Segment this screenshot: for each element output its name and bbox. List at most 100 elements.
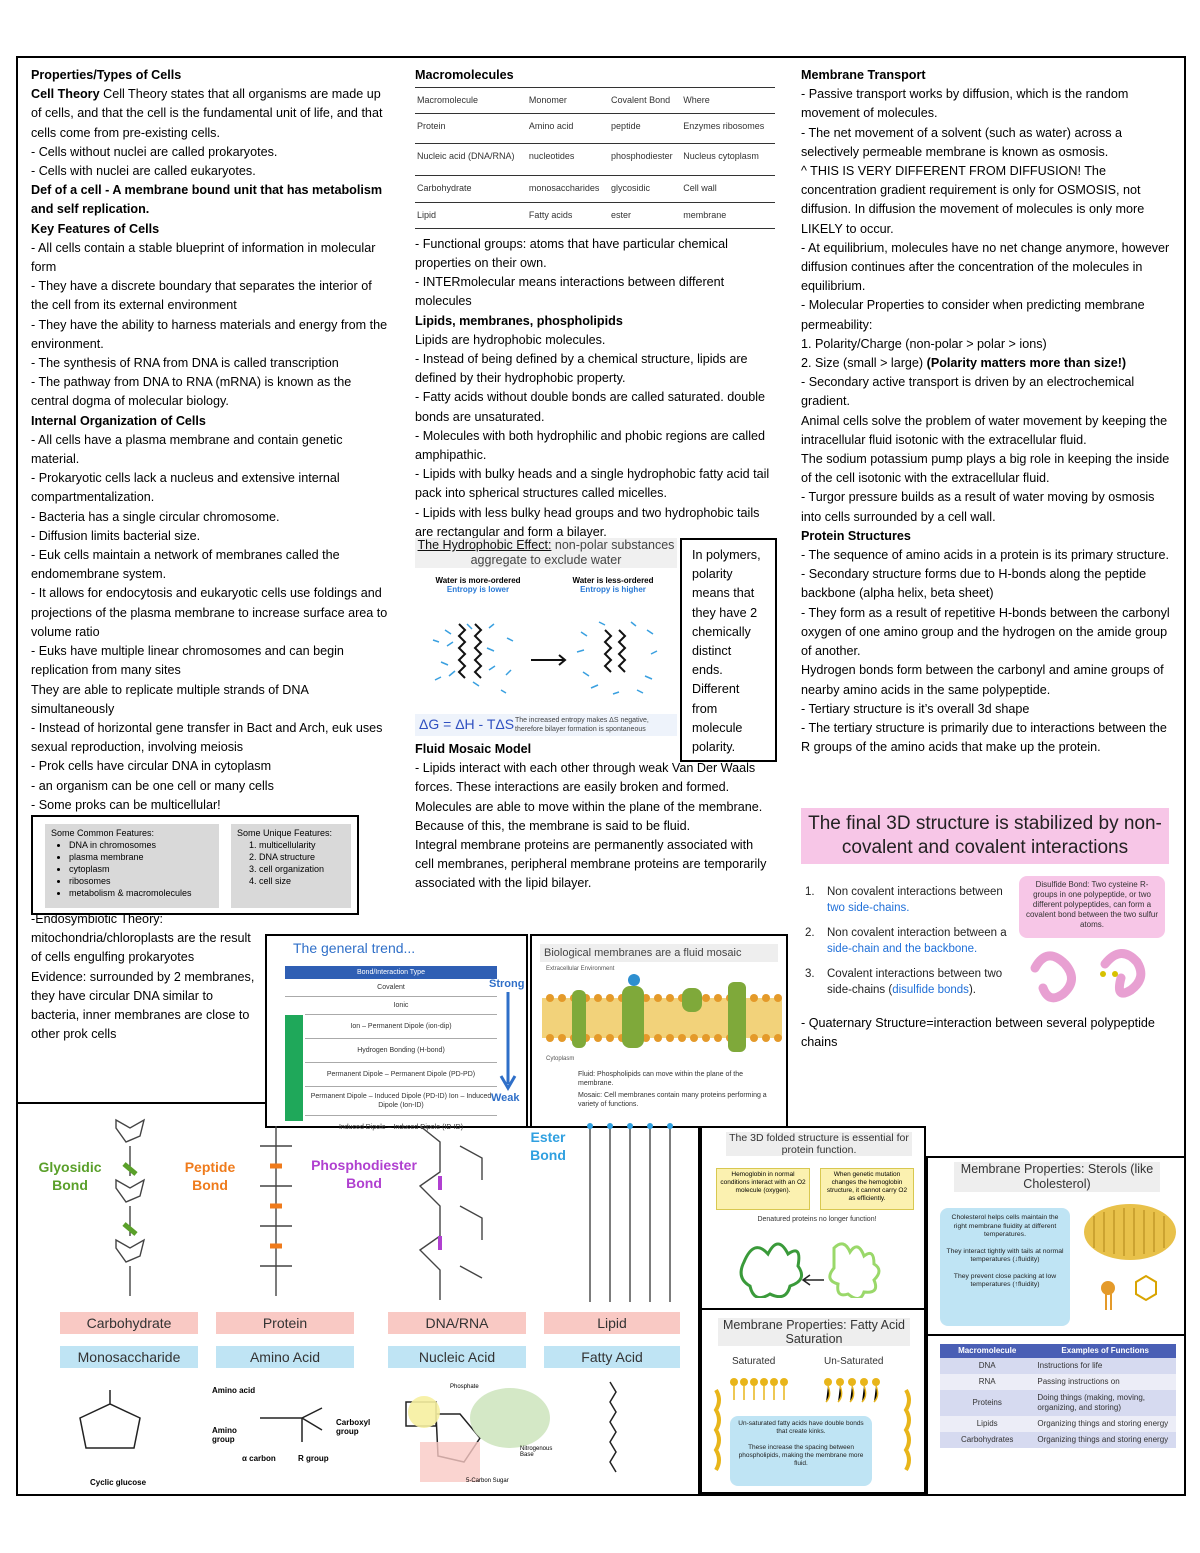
saturated-label: Saturated	[732, 1356, 776, 1367]
para: - They have the ability to harness mater…	[31, 317, 388, 351]
membrane-illustration	[542, 974, 782, 1052]
right-head: Water is less-ordered	[572, 576, 654, 585]
para: They are able to replicate multiple stra…	[31, 682, 309, 716]
para: - The tertiary structure is primarily du…	[801, 720, 1167, 755]
fatty-title: Membrane Properties: Fatty Acid Saturati…	[718, 1318, 910, 1346]
section-divider	[528, 1126, 698, 1128]
folded-box: The 3D folded structure is essential for…	[700, 1126, 926, 1310]
para: - Lipids with less bulky head groups and…	[415, 505, 760, 539]
macro-label: Lipid	[544, 1312, 680, 1334]
folded-b: When genetic mutation changes the hemogl…	[820, 1168, 914, 1210]
section-divider	[16, 1102, 266, 1104]
mosaic-fluid: Fluid: Phospholipids can move within the…	[578, 1071, 743, 1087]
para: Cell Theory Cell Theory states that all …	[31, 87, 383, 140]
para: Animal cells solve the problem of water …	[801, 413, 1168, 447]
unsaturated-label: Un-Saturated	[824, 1356, 884, 1367]
para: - Molecules with both hydrophilic and ph…	[415, 428, 766, 463]
para: - All cells have a plasma membrane and c…	[31, 432, 343, 467]
left-head: Water is more-ordered	[435, 576, 521, 585]
folded-a: Hemoglobin in normal conditions interact…	[716, 1168, 810, 1210]
right-sub: Entropy is higher	[580, 585, 646, 594]
para: - Instead of horizontal gene transfer in…	[31, 720, 383, 755]
glycosidic-label: Glyosidic Bond	[38, 1159, 102, 1193]
mosaic-title: Biological membranes are a fluid mosaic	[540, 944, 778, 962]
para: - Lipids with bulky heads and a single h…	[415, 467, 770, 501]
mono-label: Monosaccharide	[60, 1346, 198, 1368]
trend-strong: Strong	[489, 978, 525, 990]
trend-box: The general trend... Bond/Interaction Ty…	[265, 934, 528, 1131]
interaction-2: 2.Non covalent interaction between a sid…	[805, 927, 1007, 955]
para: - It allows for endocytosis and eukaryot…	[31, 586, 388, 639]
para: - INTERmolecular means interactions betw…	[415, 275, 725, 309]
trend-weak: Weak	[491, 1092, 520, 1104]
macro-label: Protein	[216, 1312, 354, 1334]
folded-c: Denatured proteins no longer function!	[757, 1216, 877, 1223]
list-item: cytoplasm	[69, 863, 213, 875]
hydrophobic-figure: The Hydrophobic Effect: non-polar substa…	[415, 538, 677, 740]
para: - an organism can be one cell or many ce…	[31, 778, 274, 793]
polymer-note-box: In polymers, polarity means that they ha…	[680, 538, 777, 762]
para: - All cells contain a stable blueprint o…	[31, 240, 376, 275]
para: - The sequence of amino acids in a prote…	[801, 548, 1169, 563]
gibbs-note: The increased entropy makes ΔS negative,…	[515, 717, 649, 733]
disulfide-note: Disulfide Bond: Two cysteine R-groups in…	[1019, 876, 1165, 938]
para: - Passive transport works by diffusion, …	[801, 87, 1129, 121]
page-frame	[16, 56, 1186, 1496]
fatty-acid-illustration	[713, 1378, 911, 1472]
para: - Secondary structure forms due to H-bon…	[801, 567, 1147, 601]
heading: Lipids, membranes, phospholipids	[415, 313, 623, 328]
fluid-mosaic-text: Fluid Mosaic Model - Lipids interact wit…	[415, 740, 775, 894]
sterols-box: Membrane Properties: Sterols (like Chole…	[926, 1156, 1186, 1336]
carboxyl-caption: Carboxyl group	[336, 1418, 371, 1436]
trend-head: Bond/Interaction Type	[285, 966, 497, 979]
para: - Turgor pressure builds as a result of …	[801, 490, 1155, 524]
fatty-t1: Un-saturated fatty acids have double bon…	[738, 1420, 864, 1435]
para: - Bacteria has a single circular chromos…	[31, 509, 280, 524]
mosaic-tag-cyto: Cytoplasm	[546, 1056, 575, 1062]
trend-row: Hydrogen Bonding (H-bond)	[305, 1039, 497, 1063]
protein-illustration	[739, 1242, 881, 1298]
para: - Cells without nuclei are called prokar…	[31, 144, 278, 159]
list-item: multicellularity	[259, 839, 345, 851]
list-item: DNA structure	[259, 851, 345, 863]
column-transport: Membrane Transport - Passive transport w…	[801, 66, 1171, 757]
quaternary-text: - Quaternary Structure=interaction betwe…	[801, 1014, 1171, 1052]
aa-title: Amino acid	[212, 1386, 256, 1395]
mono-label: Fatty Acid	[544, 1346, 680, 1368]
sterols-card: Cholesterol helps cells maintain the rig…	[940, 1208, 1070, 1326]
para: The sodium potassium pump plays a big ro…	[801, 452, 1170, 486]
para: Evidence: surrounded by 2 membranes, the…	[31, 969, 255, 1042]
heading: Protein Structures	[801, 528, 911, 543]
sterols-title: Membrane Properties: Sterols (like Chole…	[954, 1162, 1160, 1192]
left-sub: Entropy is lower	[446, 585, 510, 594]
para: - Quaternary Structure=interaction betwe…	[801, 1016, 1155, 1050]
para: -Endosymbiotic Theory:	[31, 912, 164, 926]
para: - Lipids interact with each other throug…	[415, 761, 763, 814]
macro-label: DNA/RNA	[388, 1312, 526, 1334]
list-item: metabolism & macromolecules	[69, 887, 213, 899]
list-item: ribosomes	[69, 875, 213, 887]
amino-caption: Amino group	[212, 1426, 237, 1444]
trend-row: Permanent Dipole – Permanent Dipole (PD-…	[305, 1063, 497, 1087]
para: mitochondria/chloroplasts are the result…	[31, 931, 251, 965]
para: - Fatty acids without double bonds are c…	[415, 390, 766, 424]
para: - The pathway from DNA to RNA (mRNA) is …	[31, 375, 352, 409]
stabilized-title: The final 3D structure is stabilized by …	[801, 808, 1169, 864]
section-divider	[698, 1126, 700, 1496]
trend-row: Ion – Permanent Dipole (ion-dip)	[305, 1015, 497, 1039]
fatty-box: Membrane Properties: Fatty Acid Saturati…	[700, 1308, 926, 1494]
common-title: Some Common Features:	[51, 828, 155, 838]
features-box: Some Common Features: DNA in chromosomes…	[31, 815, 359, 915]
bond-structures	[115, 1118, 673, 1302]
heading: Fluid Mosaic Model	[415, 742, 532, 756]
